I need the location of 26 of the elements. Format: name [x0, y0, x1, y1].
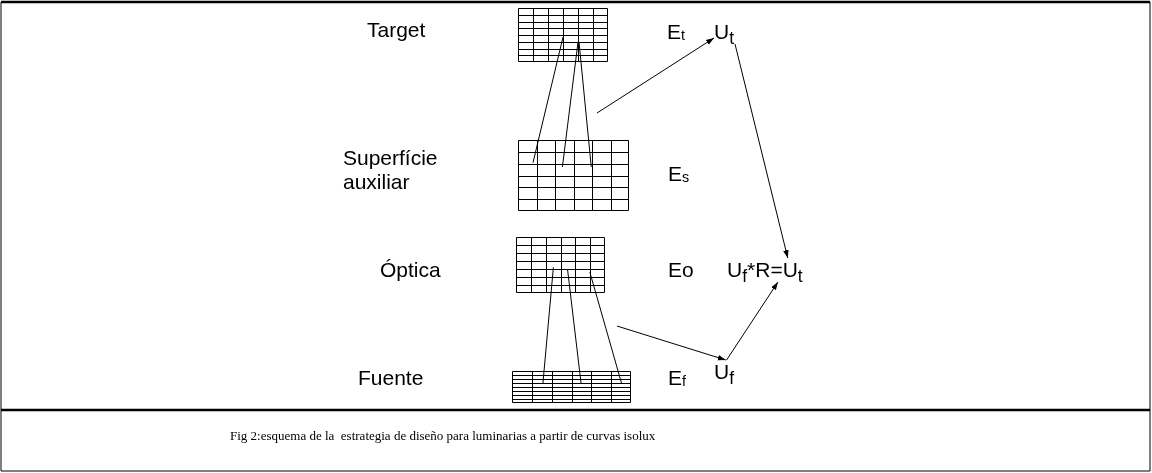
- connector-line: [567, 269, 582, 384]
- connector-line: [542, 266, 554, 384]
- symbol-label: E$_{s}$: [668, 162, 690, 187]
- row-label: Fuente: [358, 366, 424, 390]
- grid: [516, 237, 605, 293]
- arrow: [726, 281, 779, 361]
- grid: [512, 371, 631, 403]
- symbol-label: E$_{t}$: [667, 20, 685, 45]
- connector-line: [561, 41, 579, 168]
- row-label: Superfície auxiliar: [343, 146, 439, 194]
- grid: [518, 8, 608, 62]
- arrow: [616, 325, 727, 361]
- connector-line: [589, 271, 622, 384]
- row-label: Target: [367, 18, 426, 42]
- connector-line: [578, 41, 592, 168]
- connector-line: [532, 36, 564, 164]
- symbol-label: E$_{f}$: [668, 366, 686, 391]
- row-label: Óptica: [380, 258, 441, 282]
- formula-label: U$_{f}$: [714, 360, 742, 384]
- grid: [518, 140, 629, 211]
- arrow: [734, 43, 789, 259]
- caption: Fig 2:esquema de la estrategia de diseño para luminarias a partir de curvas isolux: [230, 428, 656, 444]
- arrow: [596, 37, 715, 114]
- symbol-label: Eo: [668, 258, 694, 282]
- formula-label: U$_{f}$*R=U$_{t}$: [727, 258, 825, 282]
- formula-label: U$_{t}$: [714, 20, 742, 44]
